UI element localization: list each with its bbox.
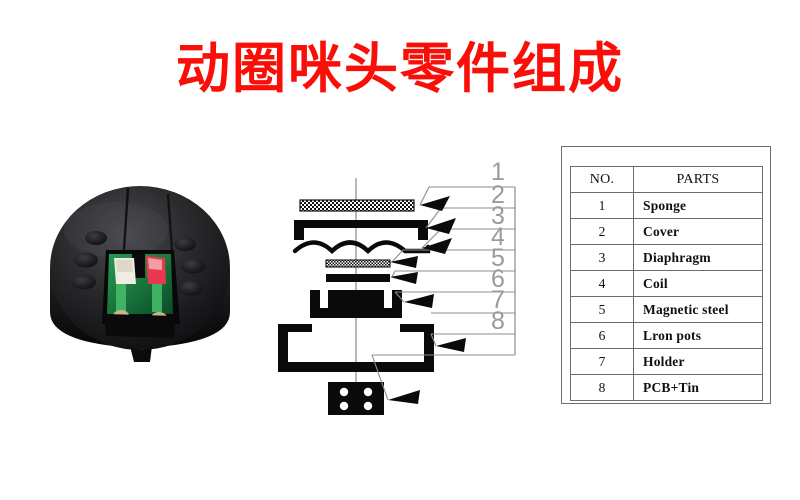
row-part-name: Coil: [633, 270, 763, 297]
microphone-capsule-photo: [50, 186, 230, 362]
arrow-head-5: [390, 272, 418, 284]
callout-number-3: 3: [491, 202, 505, 230]
row-number: 1: [570, 192, 634, 219]
row-part-name: Magnetic steel: [633, 296, 763, 323]
column-header-parts: PARTS: [633, 166, 763, 193]
row-number: 4: [570, 270, 634, 297]
table-row: 2 Cover: [570, 218, 763, 245]
white-wire-shade: [116, 260, 133, 272]
arrow-head-4: [390, 256, 418, 268]
part-iron-pot-core: [328, 290, 384, 310]
part-diaphragm: [292, 240, 431, 255]
capsule-bottom-nub: [130, 346, 152, 362]
callout-number-7: 7: [491, 286, 505, 314]
part-holder: [278, 324, 434, 372]
product-photo: [42, 172, 238, 372]
pcb-pad: [339, 387, 349, 397]
table-row: 4 Coil: [570, 270, 763, 297]
arrow-head-7: [436, 338, 466, 352]
part-pcb-tin: [328, 382, 384, 415]
table-row: 6 Lron pots: [570, 322, 763, 349]
capsule-highlight: [64, 202, 168, 258]
row-number: 5: [570, 296, 634, 323]
page-title: 动圈咪头零件组成: [176, 36, 624, 100]
row-number: 2: [570, 218, 634, 245]
part-cover: [294, 220, 428, 240]
leader-line-5: [391, 270, 396, 278]
parts-table: NO. PARTS 1 Sponge 2 Cover 3 Diaphragm 4…: [570, 166, 763, 401]
row-number: 3: [570, 244, 634, 271]
vent-hole: [72, 274, 96, 290]
row-part-name: PCB+Tin: [633, 374, 763, 401]
table-row: 3 Diaphragm: [570, 244, 763, 271]
leader-line-2: [425, 207, 442, 229]
table-row: 5 Magnetic steel: [570, 296, 763, 323]
callout-number-2: 2: [491, 181, 505, 209]
leader-line-6: [394, 291, 405, 303]
leader-line-7: [430, 333, 437, 347]
vent-hole: [85, 231, 107, 245]
leader-line-1: [419, 186, 430, 206]
red-wire-shade: [148, 258, 162, 270]
table-row: 7 Holder: [570, 348, 763, 375]
leader-line-4: [391, 249, 404, 263]
table-row: 1 Sponge: [570, 192, 763, 219]
arrow-head-6: [404, 294, 434, 308]
capsule-bottom-shadow: [104, 314, 176, 338]
row-part-name: Lron pots: [633, 322, 763, 349]
callout-number-6: 6: [491, 265, 505, 293]
pcb-trace: [152, 276, 162, 312]
callout-number-5: 5: [491, 244, 505, 272]
callout-number-1: 1: [491, 158, 505, 186]
vent-hole: [181, 258, 205, 274]
exploded-assembly-svg: 1 2 3 4 5 6 7 8: [278, 158, 516, 415]
table-header-row: NO. PARTS: [570, 166, 763, 193]
leader-line-8: [371, 354, 389, 401]
pcb-gap: [132, 254, 145, 278]
table-row: 8 PCB+Tin: [570, 374, 763, 401]
row-part-name: Sponge: [633, 192, 763, 219]
callout-number-4: 4: [491, 223, 505, 251]
exploded-diagram: 1 2 3 4 5 6 7 8: [268, 150, 538, 415]
capsule-seam-left: [122, 187, 130, 251]
part-sponge: [299, 199, 415, 212]
row-part-name: Diaphragm: [633, 244, 763, 271]
part-coil: [325, 259, 391, 268]
pcb-pad: [339, 401, 349, 411]
vent-hole: [179, 280, 203, 296]
arrow-head-3: [422, 238, 452, 254]
arrow-head-8: [388, 390, 420, 404]
pcb-pad: [363, 401, 373, 411]
parts-table-frame: NO. PARTS 1 Sponge 2 Cover 3 Diaphragm 4…: [561, 146, 771, 404]
pcb-trace: [116, 276, 126, 312]
row-part-name: Cover: [633, 218, 763, 245]
row-number: 7: [570, 348, 634, 375]
arrow-head-1: [420, 196, 450, 211]
column-header-no: NO.: [570, 166, 634, 193]
row-number: 6: [570, 322, 634, 349]
leader-line-3: [421, 228, 442, 249]
pcb-pad: [363, 387, 373, 397]
row-part-name: Holder: [633, 348, 763, 375]
vent-hole: [174, 237, 196, 251]
capsule-seam-right: [166, 193, 174, 251]
vent-hole: [74, 252, 98, 268]
callout-number-8: 8: [491, 307, 505, 335]
arrow-head-2: [426, 218, 456, 234]
part-magnetic-steel: [326, 274, 390, 282]
row-number: 8: [570, 374, 634, 401]
